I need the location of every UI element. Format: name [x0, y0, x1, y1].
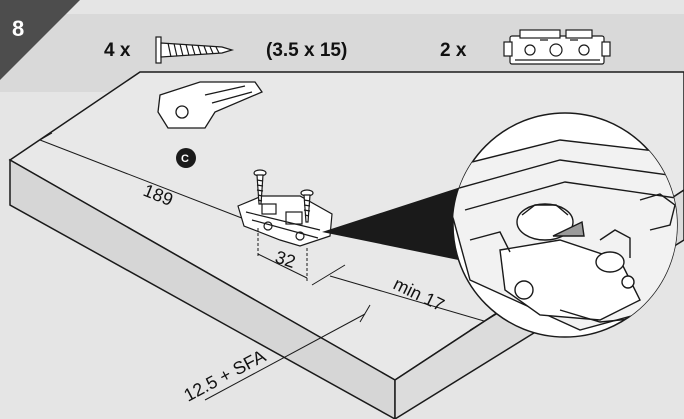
detail-indicator-triangle [552, 220, 585, 237]
bracket-quantity: 2 x [440, 40, 467, 61]
dimension-line-offset [204, 304, 371, 401]
installed-hinge [157, 81, 263, 129]
screw-icon [155, 36, 235, 64]
screw-size: (3.5 x 15) [266, 40, 347, 61]
screw-right [300, 189, 314, 223]
step-number-badge [0, 0, 80, 80]
callout-badge [176, 148, 196, 168]
detail-pointer [322, 184, 478, 264]
mounting-bracket-icon [503, 29, 611, 65]
detail-plate-closeup [453, 139, 677, 331]
panel-front-edge [9, 158, 396, 419]
screw-quantity: 4 x [104, 40, 131, 61]
step-number: 8 [12, 16, 24, 41]
callout-label: C [181, 153, 189, 165]
dimension-line-min17 [311, 264, 501, 331]
screw-left [253, 169, 267, 205]
dimension-line-32 [257, 228, 308, 282]
